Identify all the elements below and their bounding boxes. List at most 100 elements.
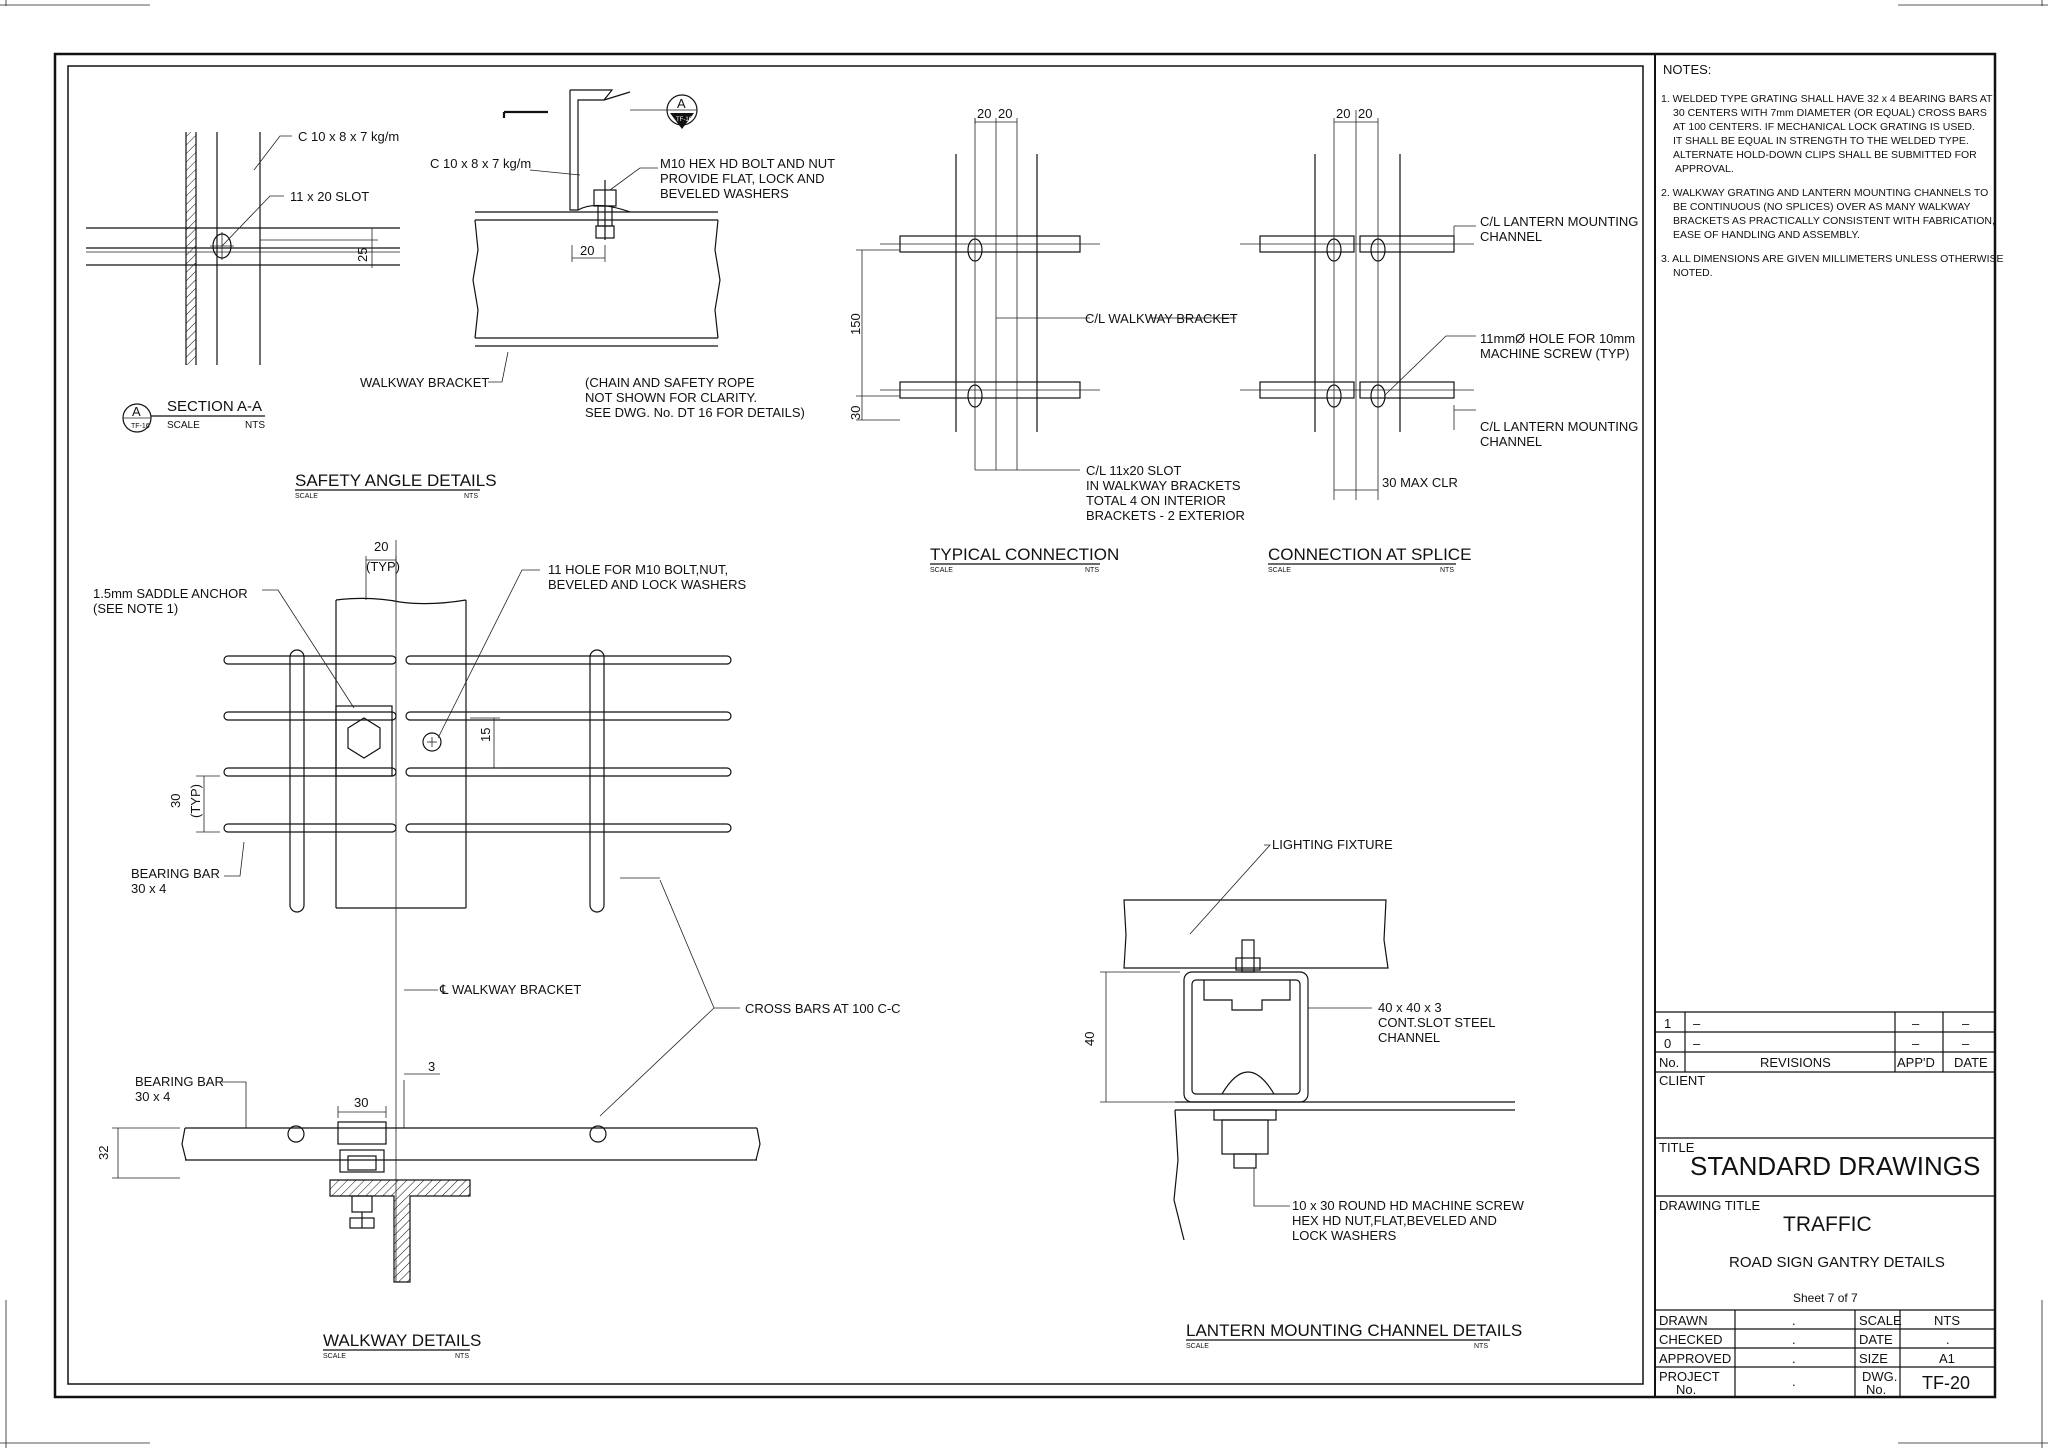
hole-label-2: BEVELED AND LOCK WASHERS <box>548 577 747 592</box>
note-line: AT 100 CENTERS. IF MECHANICAL LOCK GRATI… <box>1673 121 1975 133</box>
drawing-title-label: DRAWING TITLE <box>1659 1198 1760 1213</box>
sheet-count: Sheet 7 of 7 <box>1793 1291 1858 1305</box>
splice-nts: NTS <box>1440 567 1454 574</box>
scale-value-tb: NTS <box>1934 1313 1960 1328</box>
walkway-dim-20: 20 <box>374 539 388 554</box>
screw-label-3: LOCK WASHERS <box>1292 1228 1397 1243</box>
approved-label: APPROVED <box>1659 1351 1731 1366</box>
section-a-a-title: SECTION A-A <box>167 398 262 415</box>
lantern-cl-2b: CHANNEL <box>1480 434 1542 449</box>
scale-label-tb: SCALE <box>1859 1313 1902 1328</box>
splice-connection-drawing: 20 20 C/L LANTERN MOUNTING CHANNEL 11mmØ… <box>1240 106 1638 574</box>
safety-angle-nts: NTS <box>464 493 478 500</box>
lantern-dim-40: 40 <box>1082 1032 1097 1046</box>
walkway-dim-15: 15 <box>478 728 493 742</box>
walkway-dim-30: 30 <box>168 794 183 808</box>
rev-header-appd: APP'D <box>1897 1055 1935 1070</box>
saddle-anchor-2: (SEE NOTE 1) <box>93 601 178 616</box>
dim-20b: 20 <box>998 106 1012 121</box>
walkway-bracket-cl: ℄ WALKWAY BRACKET <box>439 982 581 997</box>
note-line: 1. WELDED TYPE GRATING SHALL HAVE 32 x 4… <box>1661 93 1993 105</box>
cl-walkway-bracket: C/L WALKWAY BRACKET <box>1085 311 1238 326</box>
checked-label: CHECKED <box>1659 1332 1723 1347</box>
typical-connection-drawing: 20 20 150 30 C/L WALKWAY BRACKET C/L 11x… <box>848 106 1245 574</box>
screw-label-1: 10 x 30 ROUND HD MACHINE SCREW <box>1292 1198 1525 1213</box>
rev-1-desc: – <box>1693 1016 1701 1031</box>
channel-label-3: CHANNEL <box>1378 1030 1440 1045</box>
bearing-bar-1b: 30 x 4 <box>131 881 166 896</box>
approved-value: . <box>1792 1351 1796 1366</box>
project-no-label: No. <box>1676 1382 1696 1397</box>
title-label: TITLE <box>1659 1140 1695 1155</box>
rev-1-appd: – <box>1912 1016 1920 1031</box>
typical-nts: NTS <box>1085 567 1099 574</box>
section-a-ref: TF-16 <box>131 423 150 430</box>
slot-note-3: TOTAL 4 ON INTERIOR <box>1086 493 1226 508</box>
drawing-title: TRAFFIC <box>1783 1213 1872 1236</box>
lantern-cl-1b: CHANNEL <box>1480 229 1542 244</box>
scale-nts: NTS <box>245 420 265 431</box>
date-label-tb: DATE <box>1859 1332 1893 1347</box>
splice-dim-20a: 20 <box>1336 106 1350 121</box>
slot-note-1: C/L 11x20 SLOT <box>1086 463 1181 478</box>
lighting-fixture-label: LIGHTING FIXTURE <box>1272 837 1393 852</box>
notes-heading: NOTES: <box>1663 62 1711 77</box>
lantern-cl-2a: C/L LANTERN MOUNTING <box>1480 419 1638 434</box>
note-line: 2. WALKWAY GRATING AND LANTERN MOUNTING … <box>1661 187 1988 199</box>
slot-label: 11 x 20 SLOT <box>290 189 369 204</box>
splice-title: CONNECTION AT SPLICE <box>1268 545 1471 564</box>
safety-angle-elevation: A TF-16 C 10 x 8 x 7 kg/m M10 HEX HD BOL… <box>295 89 835 500</box>
rev-0-no: 0 <box>1664 1036 1671 1051</box>
callout-a-ref: TF-16 <box>676 117 693 123</box>
size-label-tb: SIZE <box>1859 1351 1888 1366</box>
lantern-cl-1a: C/L LANTERN MOUNTING <box>1480 214 1638 229</box>
project-label: PROJECT <box>1659 1369 1720 1384</box>
note-line: APPROVAL. <box>1675 163 1734 175</box>
safety-angle-scale: SCALE <box>295 493 318 500</box>
dwg-label-tb: DWG. <box>1862 1369 1897 1384</box>
slot-note-2: IN WALKWAY BRACKETS <box>1086 478 1241 493</box>
bearing-bar-2a: BEARING BAR <box>135 1074 224 1089</box>
lantern-mounting-drawing: LIGHTING FIXTURE 40 x 40 x 3 CONT.SLOT S… <box>1082 837 1525 1350</box>
rev-header-revisions: REVISIONS <box>1760 1055 1831 1070</box>
screw-label-2: HEX HD NUT,FLAT,BEVELED AND <box>1292 1213 1497 1228</box>
rev-header-date: DATE <box>1954 1055 1988 1070</box>
walkway-dim-3: 3 <box>428 1059 435 1074</box>
drawing-area-border <box>67 65 1644 1385</box>
note-line: IT SHALL BE EQUAL IN STRENGTH TO THE WEL… <box>1673 135 1969 147</box>
note-line: 30 CENTERS WITH 7mm DIAMETER (OR EQUAL) … <box>1673 107 1987 119</box>
walkway-dim-30b: 30 <box>354 1095 368 1110</box>
section-a-letter: A <box>132 404 141 419</box>
drawing-subtitle: ROAD SIGN GANTRY DETAILS <box>1729 1254 1945 1271</box>
bearing-bar-1a: BEARING BAR <box>131 866 220 881</box>
size-value-tb: A1 <box>1939 1351 1955 1366</box>
dwg-value-tb: TF-20 <box>1922 1373 1970 1393</box>
chain-note-3: SEE DWG. No. DT 16 FOR DETAILS) <box>585 405 805 420</box>
note-line: BRACKETS AS PRACTICALLY CONSISTENT WITH … <box>1673 215 1995 227</box>
channel-label-2: CONT.SLOT STEEL <box>1378 1015 1496 1030</box>
typical-scale: SCALE <box>930 567 953 574</box>
client-label: CLIENT <box>1659 1073 1705 1088</box>
bolt-label-3: BEVELED WASHERS <box>660 186 789 201</box>
lantern-title: LANTERN MOUNTING CHANNEL DETAILS <box>1186 1321 1522 1340</box>
project-value: . <box>1792 1374 1796 1389</box>
outer-border <box>53 52 1997 1399</box>
checked-value: . <box>1792 1332 1796 1347</box>
c-section-label-2: C 10 x 8 x 7 kg/m <box>430 156 531 171</box>
lantern-nts: NTS <box>1474 1343 1488 1350</box>
dwg-no-label-tb: No. <box>1866 1382 1886 1397</box>
rev-0-desc: – <box>1693 1036 1701 1051</box>
splice-dim-20b: 20 <box>1358 106 1372 121</box>
section-a-a-drawing: C 10 x 8 x 7 kg/m 11 x 20 SLOT 25 A TF-1… <box>86 129 400 433</box>
title-block: 1 – – – 0 – – – No. REVISIONS APP'D DATE… <box>1655 1011 1995 1397</box>
bearing-bar-2b: 30 x 4 <box>135 1089 170 1104</box>
lantern-scale: SCALE <box>1186 1343 1209 1350</box>
walkway-typ: (TYP) <box>366 559 400 574</box>
rev-0-date: – <box>1962 1036 1970 1051</box>
rev-1-date: – <box>1962 1016 1970 1031</box>
dim-20a: 20 <box>977 106 991 121</box>
drawn-value: . <box>1792 1313 1796 1328</box>
walkway-typ-2: (TYP) <box>188 784 203 818</box>
walkway-section-drawing: BEARING BAR 30 x 4 3 30 32 WALKWAY DETAI… <box>96 1059 761 1360</box>
